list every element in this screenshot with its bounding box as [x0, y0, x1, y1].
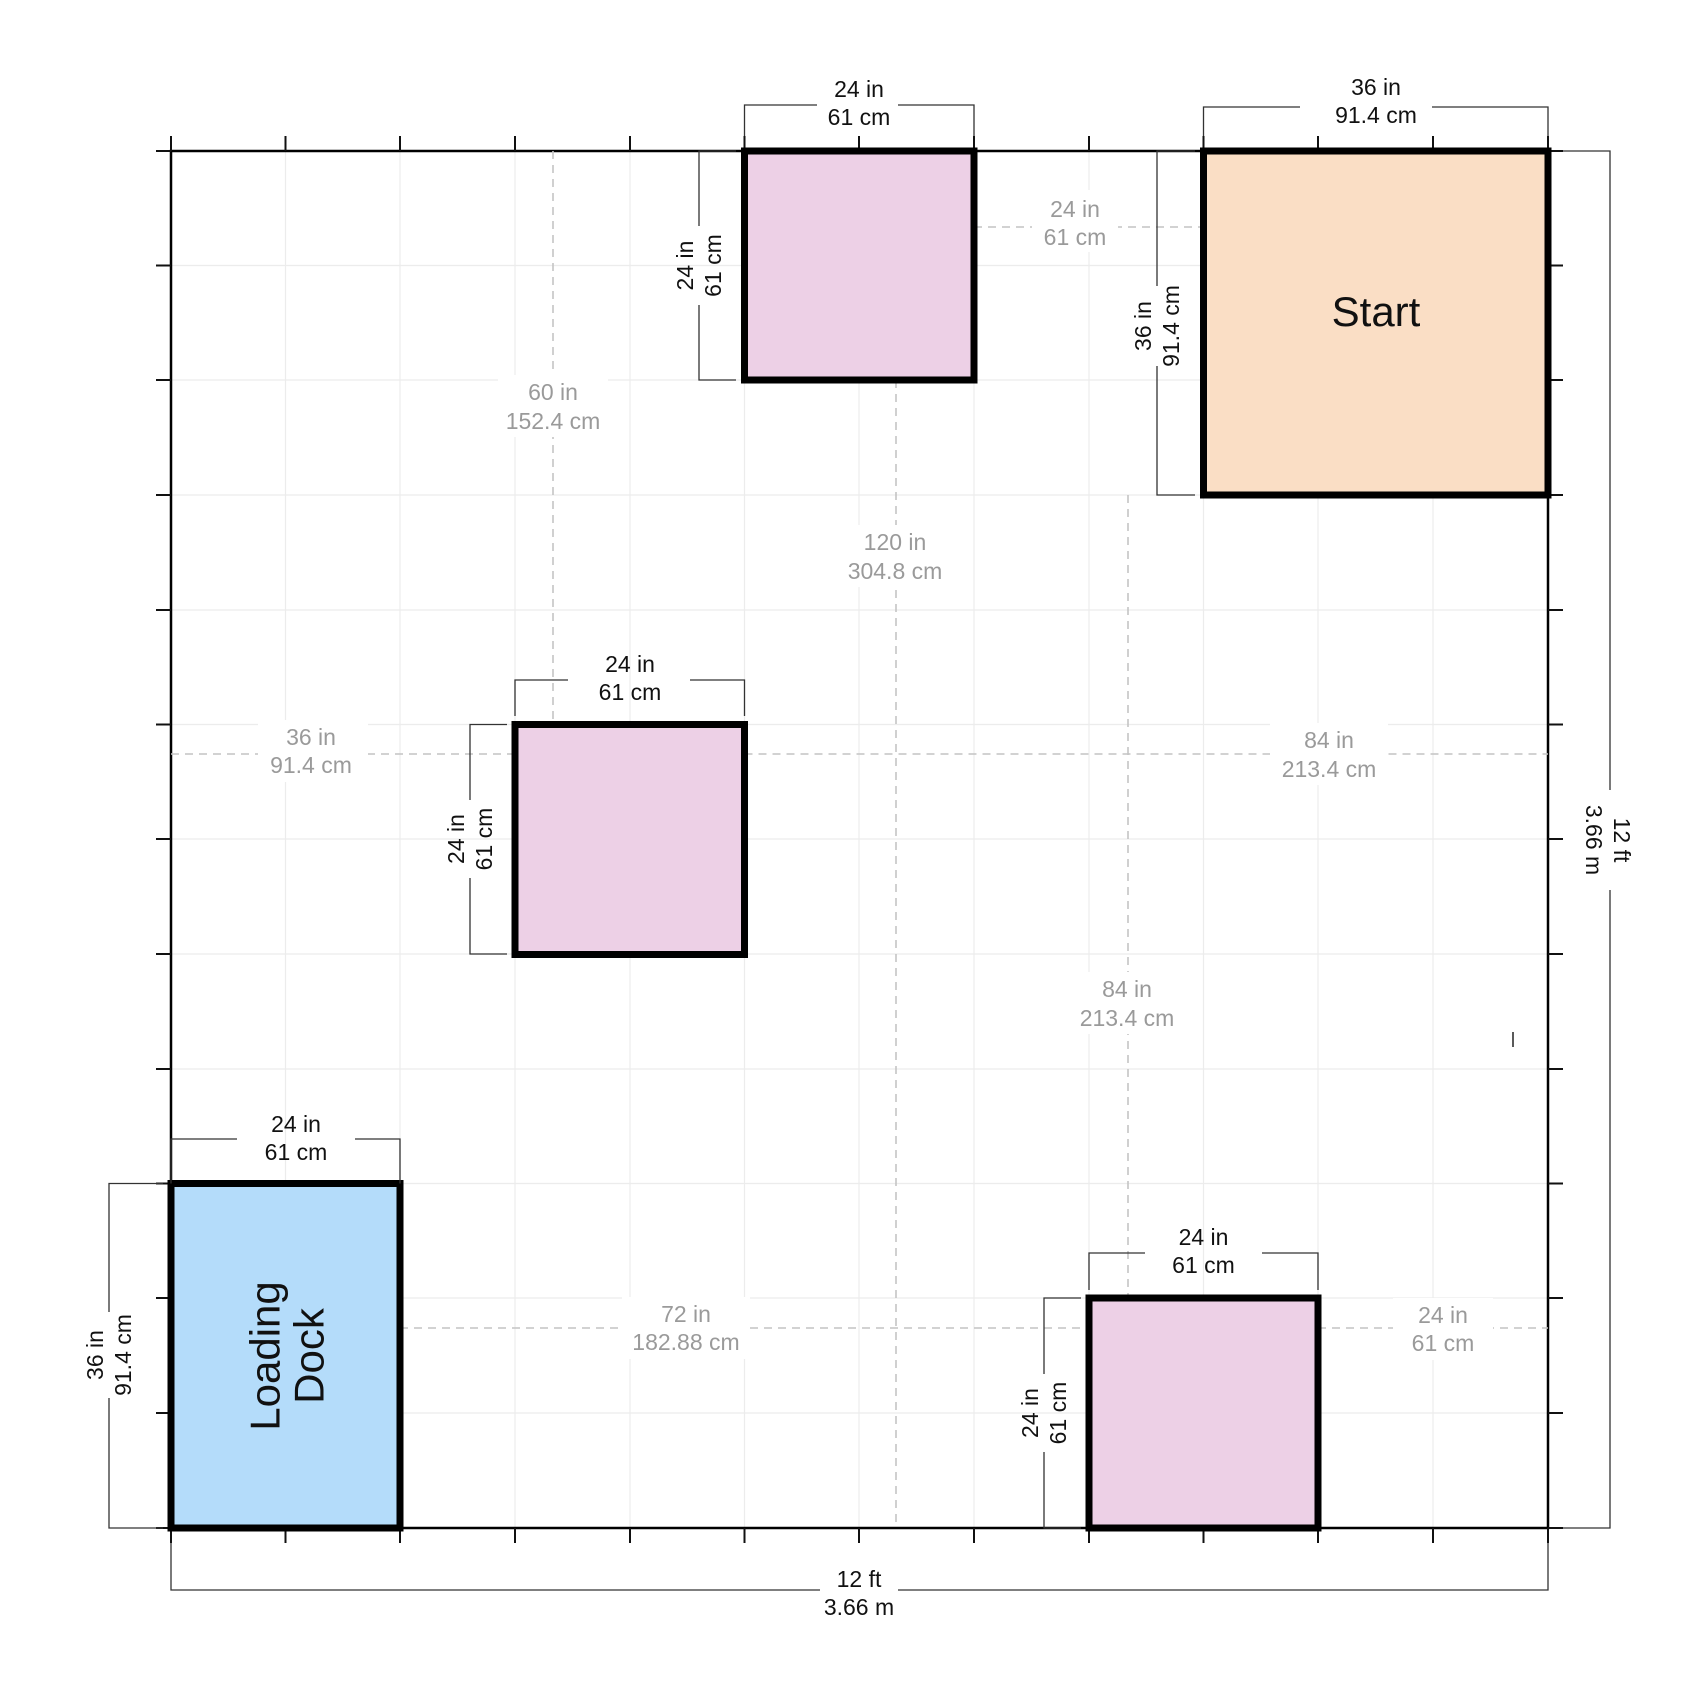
svg-text:91.4 cm: 91.4 cm — [270, 752, 352, 778]
obstacle-bottom-right — [1085, 1294, 1322, 1532]
loading-dock-label: Loading Dock — [242, 1281, 333, 1430]
svg-text:3.66 m: 3.66 m — [1581, 805, 1607, 875]
bottom-obstacle-height-label: 24 in 61 cm — [1017, 1382, 1071, 1445]
middle-obstacle-width-label: 24 in 61 cm — [599, 651, 662, 705]
start-width-label: 36 in 91.4 cm — [1335, 74, 1417, 128]
dimension-labels: 12 ft 3.66 m 12 ft 3.66 m 24 in 61 cm 24… — [82, 74, 1635, 1620]
svg-text:304.8 cm: 304.8 cm — [848, 558, 943, 584]
distance-middle-to-right-wall: 84 in 213.4 cm — [1270, 723, 1388, 785]
svg-text:61 cm: 61 cm — [265, 1139, 328, 1165]
top-obstacle-height-label: 24 in 61 cm — [672, 234, 726, 297]
svg-text:120 in: 120 in — [864, 529, 927, 555]
dock-width-label: 24 in 61 cm — [265, 1111, 328, 1165]
svg-text:3.66 m: 3.66 m — [824, 1594, 894, 1620]
bottom-obstacle-width-label: 24 in 61 cm — [1172, 1224, 1235, 1278]
svg-text:61 cm: 61 cm — [828, 104, 891, 130]
svg-text:72 in: 72 in — [661, 1301, 711, 1327]
svg-text:84 in: 84 in — [1304, 727, 1354, 753]
svg-text:12 ft: 12 ft — [837, 1566, 882, 1592]
svg-text:61 cm: 61 cm — [1172, 1252, 1235, 1278]
start-height-label: 36 in 91.4 cm — [1130, 285, 1184, 367]
distance-labels: 24 in 61 cm 60 in 152.4 cm 120 in 304.8 … — [258, 190, 1493, 1360]
distance-start-to-bottom-obstacle: 84 in 213.4 cm — [1068, 972, 1186, 1034]
svg-text:61 cm: 61 cm — [1412, 1330, 1475, 1356]
svg-text:24 in: 24 in — [1418, 1302, 1468, 1328]
svg-text:24 in: 24 in — [271, 1111, 321, 1137]
svg-text:61 cm: 61 cm — [1044, 224, 1107, 250]
start-label: Start — [1332, 288, 1421, 335]
svg-text:152.4 cm: 152.4 cm — [506, 408, 601, 434]
distance-guides — [171, 151, 1548, 1528]
svg-text:36 in: 36 in — [82, 1330, 108, 1380]
svg-text:91.4 cm: 91.4 cm — [110, 1314, 136, 1396]
svg-text:91.4 cm: 91.4 cm — [1158, 285, 1184, 367]
obstacle-top — [741, 147, 978, 384]
svg-text:61 cm: 61 cm — [700, 234, 726, 297]
svg-text:213.4 cm: 213.4 cm — [1282, 756, 1377, 782]
svg-text:24 in: 24 in — [834, 76, 884, 102]
distance-top-obstacle-to-start: 24 in 61 cm — [1032, 190, 1118, 252]
distance-dock-to-bottom-obstacle: 72 in 182.88 cm — [622, 1297, 750, 1359]
svg-text:60 in: 60 in — [528, 379, 578, 405]
distance-bottom-obstacle-to-right-wall: 24 in 61 cm — [1393, 1298, 1493, 1360]
svg-text:36 in: 36 in — [1351, 74, 1401, 100]
svg-text:61 cm: 61 cm — [471, 808, 497, 871]
svg-text:24 in: 24 in — [1050, 196, 1100, 222]
svg-text:36 in: 36 in — [286, 724, 336, 750]
start-zone — [1200, 147, 1552, 499]
room-width-label: 12 ft 3.66 m — [824, 1566, 894, 1620]
svg-text:Loading: Loading — [242, 1281, 289, 1430]
svg-text:182.88 cm: 182.88 cm — [632, 1329, 739, 1355]
svg-text:24 in: 24 in — [443, 814, 469, 864]
distance-vertical-left: 60 in 152.4 cm — [498, 375, 608, 437]
svg-text:24 in: 24 in — [1179, 1224, 1229, 1250]
middle-obstacle-height-label: 24 in 61 cm — [443, 808, 497, 871]
svg-text:24 in: 24 in — [672, 241, 698, 291]
distance-left-wall-to-middle: 36 in 91.4 cm — [258, 720, 368, 782]
dock-height-label: 36 in 91.4 cm — [82, 1314, 136, 1396]
distance-vertical-center: 120 in 304.8 cm — [838, 525, 954, 587]
svg-text:61 cm: 61 cm — [599, 679, 662, 705]
top-obstacle-width-label: 24 in 61 cm — [828, 76, 891, 130]
svg-text:24 in: 24 in — [605, 651, 655, 677]
svg-text:61 cm: 61 cm — [1045, 1382, 1071, 1445]
dimension-brackets — [108, 104, 1611, 1591]
svg-text:91.4 cm: 91.4 cm — [1335, 102, 1417, 128]
svg-text:12 ft: 12 ft — [1609, 818, 1635, 863]
svg-text:Dock: Dock — [286, 1307, 333, 1404]
obstacle-middle — [511, 721, 748, 958]
room-height-label: 12 ft 3.66 m — [1581, 805, 1635, 875]
svg-text:36 in: 36 in — [1130, 301, 1156, 351]
svg-text:84 in: 84 in — [1102, 976, 1152, 1002]
loading-dock-zone — [167, 1180, 404, 1532]
svg-text:213.4 cm: 213.4 cm — [1080, 1005, 1175, 1031]
svg-text:24 in: 24 in — [1017, 1388, 1043, 1438]
